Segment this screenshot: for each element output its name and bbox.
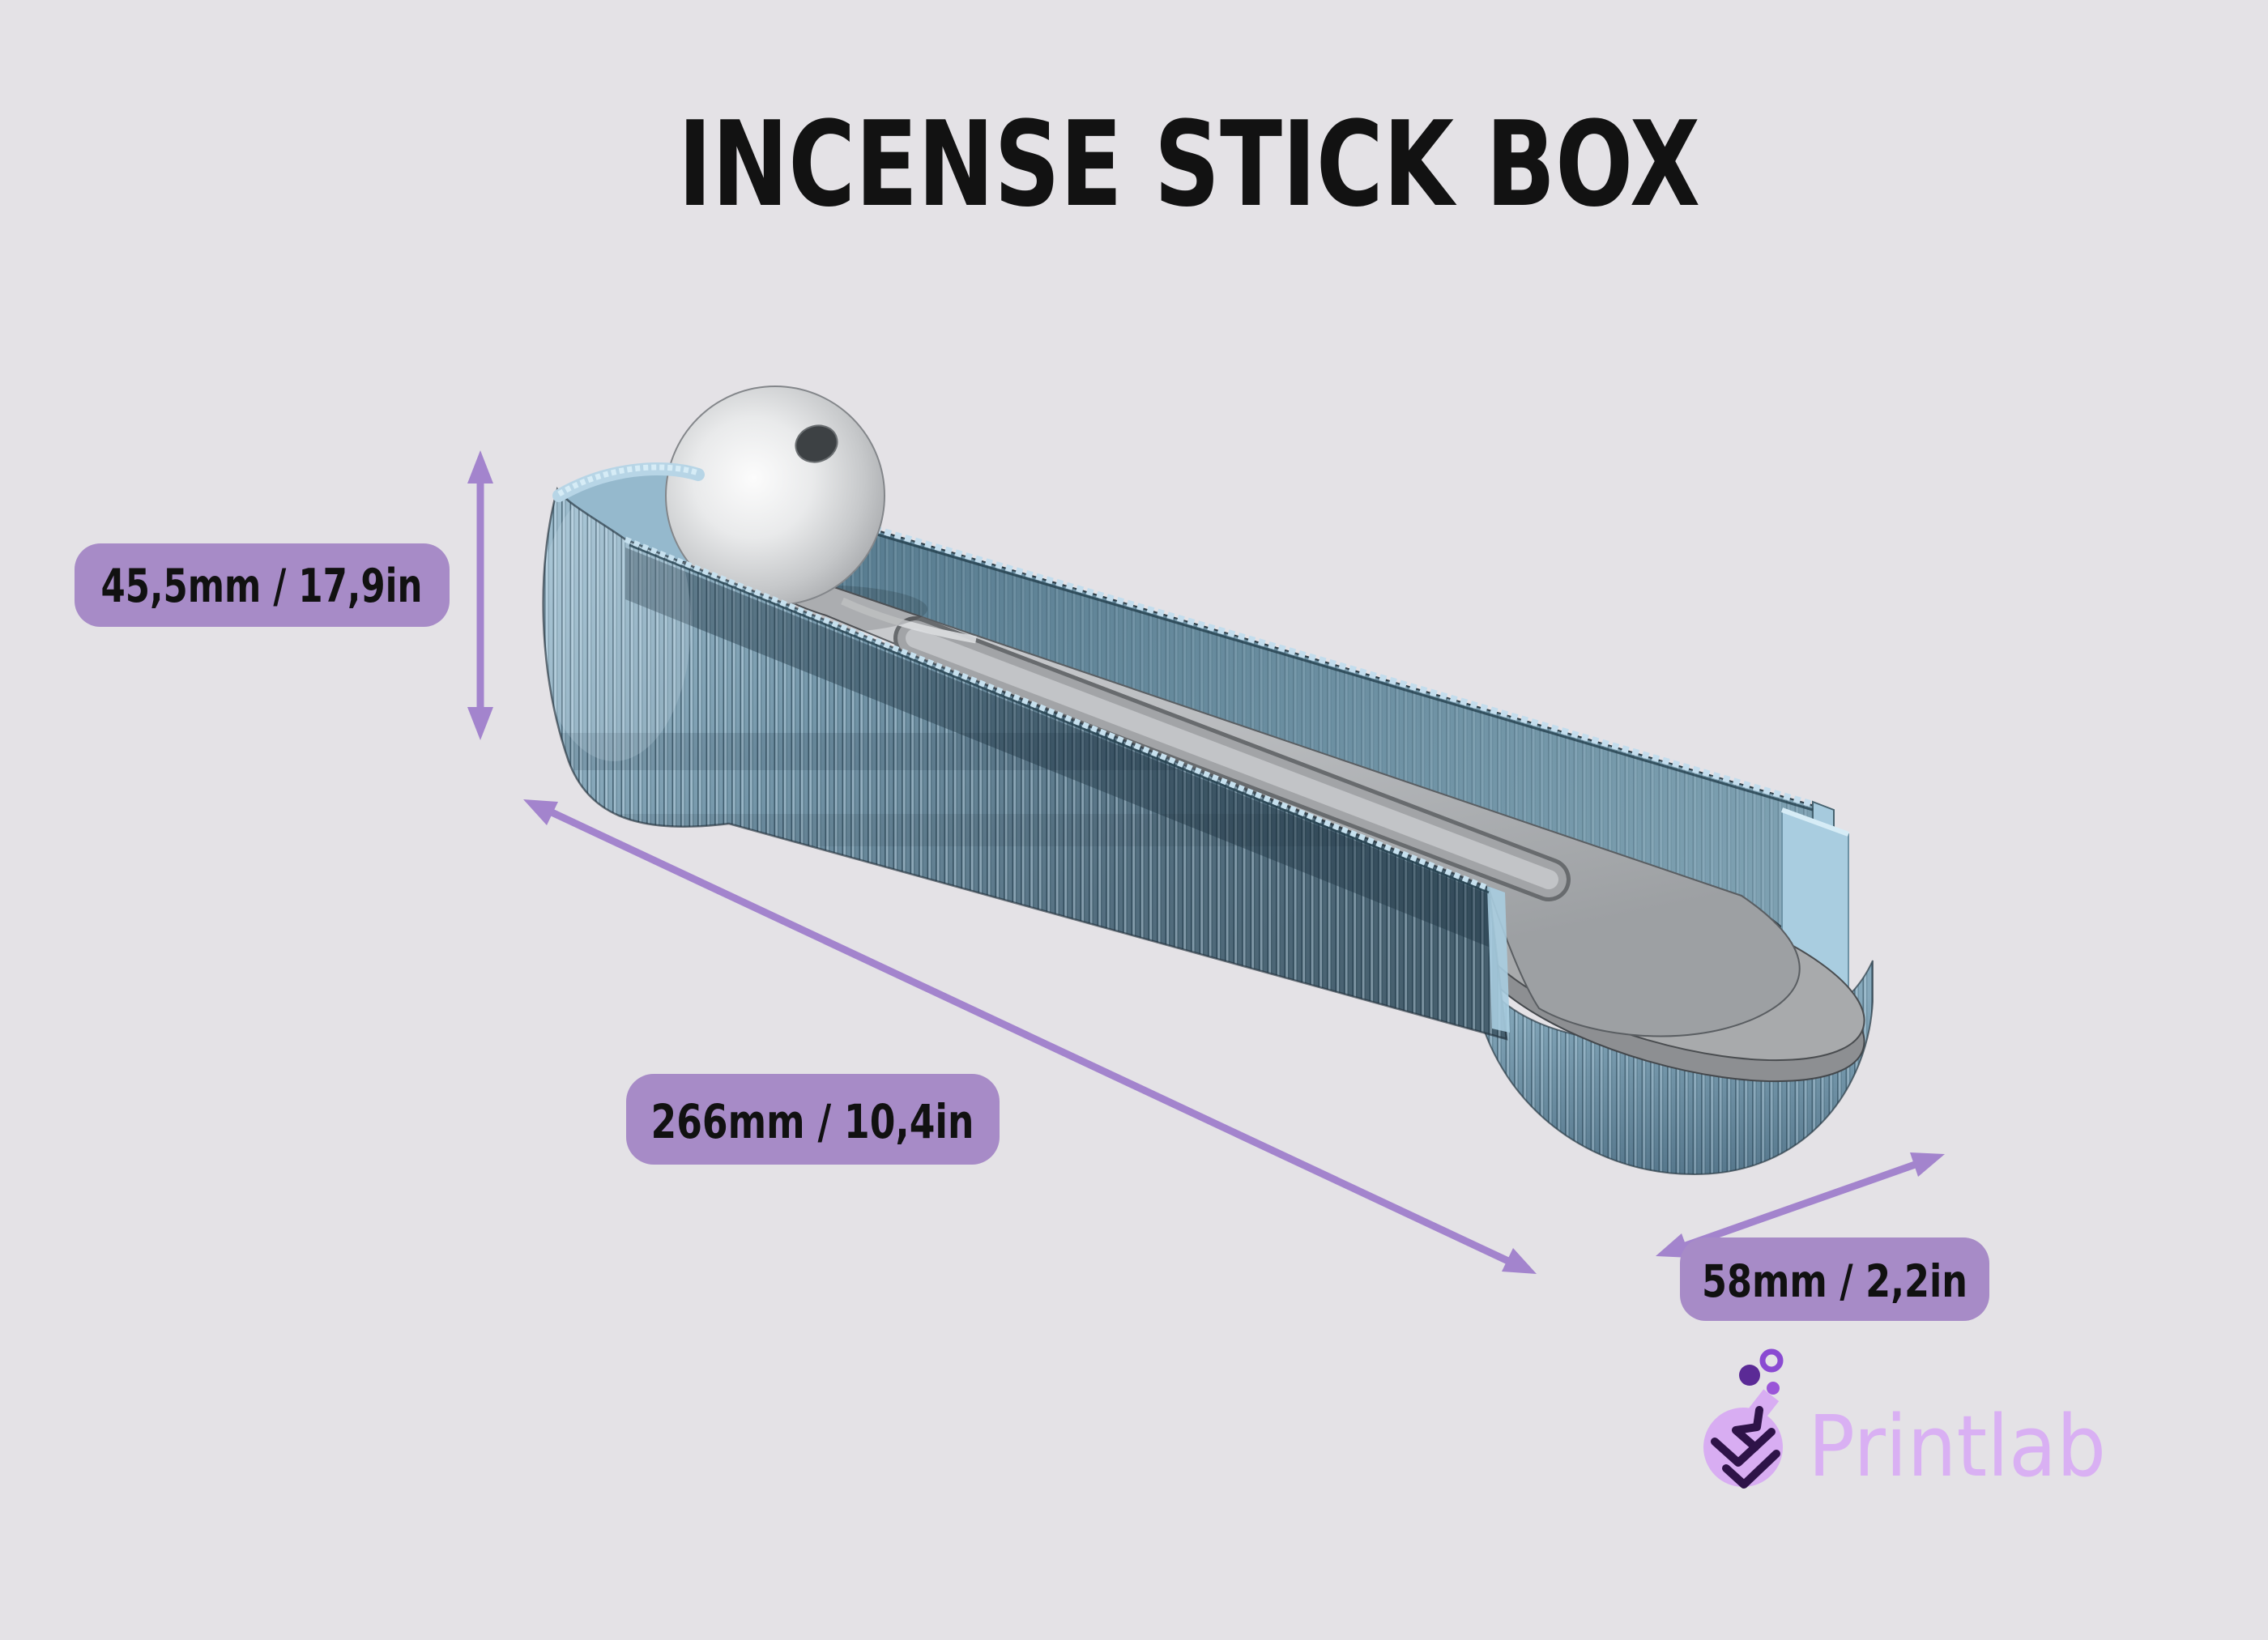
- incense-hole: [795, 424, 838, 463]
- dimension-badge-height: 45,5mm / 17,9in: [75, 543, 450, 627]
- width-label: 58mm / 2,2in: [1702, 1255, 1967, 1307]
- dimension-arrow-width: [1656, 1152, 1945, 1258]
- brand-name: Printlab: [1808, 1397, 2106, 1496]
- front-rim-serration: [624, 536, 1490, 892]
- length-label: 266mm / 10,4in: [651, 1094, 974, 1149]
- front-wall-end-face: [1487, 886, 1510, 1033]
- product-render: [542, 386, 1874, 1175]
- dimension-annotations: 45,5mm / 17,9in 266mm / 10,4in 58mm / 2,…: [75, 450, 1989, 1321]
- dimension-badge-length: 266mm / 10,4in: [626, 1074, 1000, 1165]
- floor-highlight: [841, 597, 977, 644]
- dimension-badge-width: 58mm / 2,2in: [1680, 1237, 1989, 1321]
- bubble-ring-icon: [1759, 1348, 1784, 1373]
- brand-logo: Printlab: [1703, 1348, 2106, 1496]
- dimension-arrow-length: [523, 799, 1537, 1274]
- stick-groove: [893, 616, 1571, 901]
- box-front-wall: [542, 462, 1510, 1041]
- box-floor: [771, 569, 1801, 1037]
- bubble-small-icon: [1767, 1382, 1780, 1395]
- dimension-arrow-height: [467, 450, 493, 740]
- printlab-glyph: [1711, 1406, 1780, 1489]
- height-label: 45,5mm / 17,9in: [101, 560, 423, 613]
- printlab-flask-icon: [1703, 1348, 1784, 1489]
- page-title: INCENSE STICK BOX: [678, 96, 1700, 233]
- stick-holder-sphere: [665, 386, 927, 633]
- bubble-filled-icon: [1739, 1365, 1760, 1386]
